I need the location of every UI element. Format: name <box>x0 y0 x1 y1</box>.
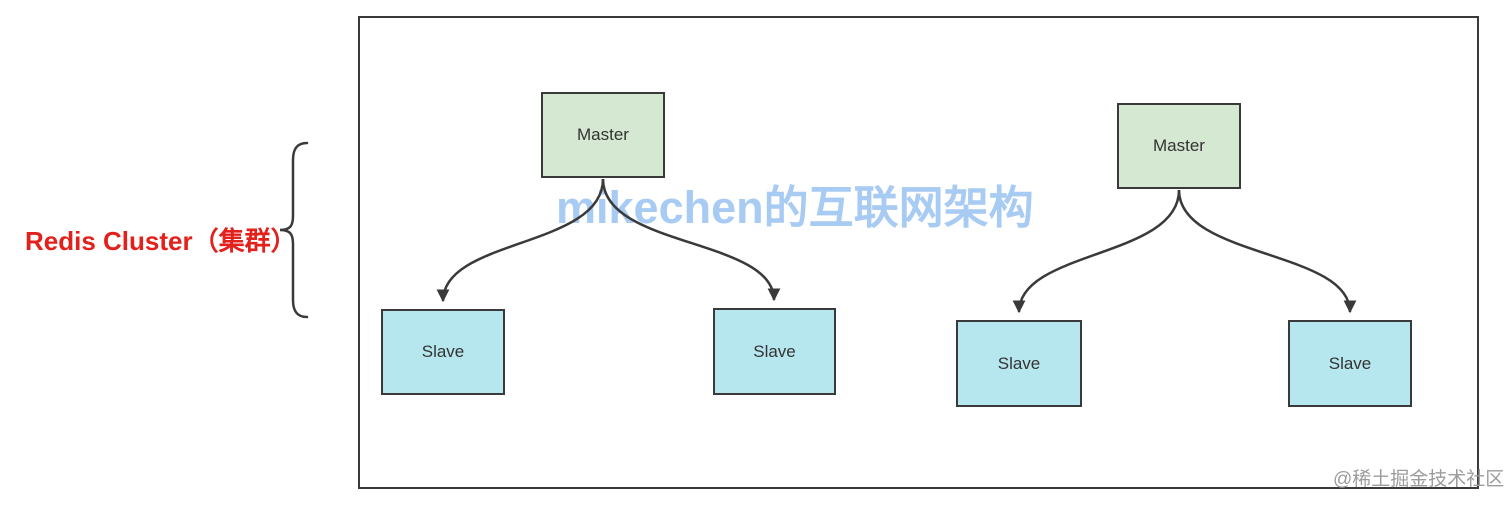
node-slave-1: Slave <box>381 309 505 395</box>
node-slave-1-label: Slave <box>421 342 465 361</box>
cluster-boundary-box <box>358 16 1479 489</box>
node-slave-2: Slave <box>713 308 836 395</box>
node-master-2-label: Master <box>1153 136 1205 155</box>
node-master-1-label: Master <box>577 125 629 144</box>
node-slave-4-label: Slave <box>1328 353 1372 373</box>
center-watermark: mikechen的互联网架构 <box>556 182 1034 233</box>
node-master-2: Master <box>1117 103 1241 189</box>
node-slave-4: Slave <box>1288 320 1412 407</box>
corner-watermark: @稀土掘金技术社区 <box>1333 469 1505 490</box>
node-slave-2-label: Slave <box>753 341 796 361</box>
node-slave-3-label: Slave <box>997 353 1041 373</box>
node-master-1: Master <box>541 92 665 178</box>
cluster-group-label: Redis Cluster（集群） <box>25 226 297 256</box>
node-slave-3: Slave <box>956 320 1082 407</box>
curly-brace <box>279 141 309 319</box>
